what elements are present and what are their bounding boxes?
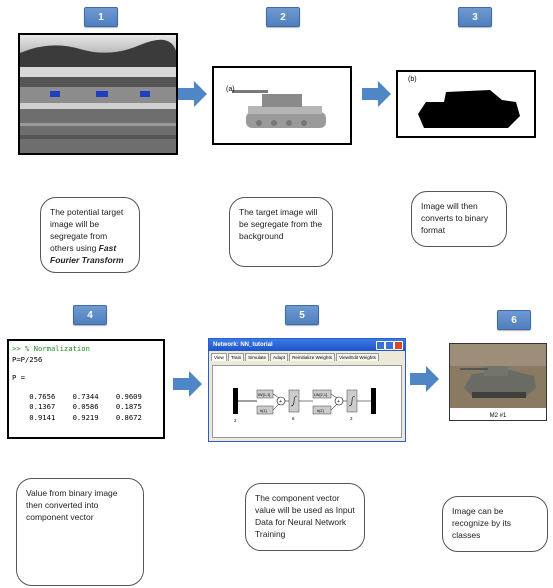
matlab-console: >> % Normalization P=P/256 P = 0.7656 0.… [7,339,165,439]
input-size: 2 [234,418,237,423]
step-badge-5: 5 [285,305,319,325]
image-label-a: (a) [226,86,235,93]
nn-tool-window: Network: NN_tutorial View Train Simulate… [208,338,406,442]
code-line: P=P/256 [12,354,43,364]
tab-bar: View Train Simulate Adapt Reinitialize W… [209,351,405,361]
tab-train[interactable]: Train [227,353,245,361]
step-badge-2: 2 [266,7,300,27]
tab-view[interactable]: View [211,353,227,361]
step-badge-1: 1 [84,7,118,27]
network-svg: 2 IW{1,1} b{1} + 6 LW{2,1} b{2} + [233,388,376,423]
target-marker [140,91,150,97]
image-label-b: (b) [408,76,417,83]
svg-text:IW{1,1}: IW{1,1} [258,393,271,397]
svg-text:6: 6 [292,416,295,421]
step-badge-6: 6 [497,310,531,330]
arrow-icon [173,371,202,397]
step-badge-4: 4 [73,305,107,325]
code-line: P = [12,373,25,382]
tab-view-edit-weights[interactable]: View/Edit Weights [336,353,379,361]
note-step-6: Image can be recognize by its classes [442,496,548,552]
arrow-icon [410,366,439,392]
svg-text:2: 2 [350,416,353,421]
note-text: Value from binary image then converted i… [26,488,118,522]
arrow-icon [178,81,207,107]
matrix-row: 0.7656 0.7344 0.9609 [12,391,142,401]
svg-text:+: + [279,399,282,405]
photo-caption: M2 #1 [489,413,507,419]
tab-simulate[interactable]: Simulate [245,353,270,361]
window-title: Network: NN_tutorial [213,342,273,348]
step-badge-3: 3 [458,7,492,27]
note-emphasis: Fast Fourier Transform [50,243,124,265]
close-icon[interactable] [394,341,403,350]
svg-text:+: + [337,399,340,405]
svg-text:b{2}: b{2} [317,409,324,413]
field-image [18,33,178,155]
note-step-1: The potential target image will be segre… [40,197,140,273]
minimize-icon[interactable] [376,341,385,350]
note-text: The target image will be segregate from … [239,207,323,241]
binary-image: (b) [396,70,536,138]
code-comment: >> % Normalization [12,344,90,353]
field-scene [20,35,176,153]
note-text: The potential target image will be segre… [50,207,124,253]
note-step-2: The target image will be segregate from … [229,197,333,267]
maximize-icon[interactable] [385,341,394,350]
matrix-row: 0.9141 0.9219 0.8672 [12,412,142,422]
segmented-tank-image: (a) [212,66,352,145]
tank-grayscale [232,90,326,128]
output-block [371,388,376,414]
network-diagram: 2 IW{1,1} b{1} + 6 LW{2,1} b{2} + [212,365,402,438]
target-marker [96,91,108,97]
note-step-5: The component vector value will be used … [245,483,365,551]
matrix-row: 0.1367 0.0586 0.1875 [12,402,142,411]
note-step-4: Value from binary image then converted i… [16,478,144,586]
tab-adapt[interactable]: Adapt [270,353,289,361]
svg-text:b{1}: b{1} [260,409,267,413]
tank-photo-scene [450,344,546,408]
note-text: Image can be recognize by its classes [452,506,512,540]
tank-binary [418,90,520,128]
window-titlebar: Network: NN_tutorial [209,339,405,351]
target-marker [50,91,60,97]
svg-text:LW{2,1}: LW{2,1} [314,393,328,397]
tab-reinitialize-weights[interactable]: Reinitialize Weights [289,353,336,361]
tank-photo: M2 #1 [449,343,547,421]
input-block [233,388,238,414]
note-text: The component vector value will be used … [255,493,355,539]
note-step-3: Image will then converts to binary forma… [411,191,507,247]
arrow-icon [362,81,391,107]
note-text: Image will then converts to binary forma… [421,201,489,235]
